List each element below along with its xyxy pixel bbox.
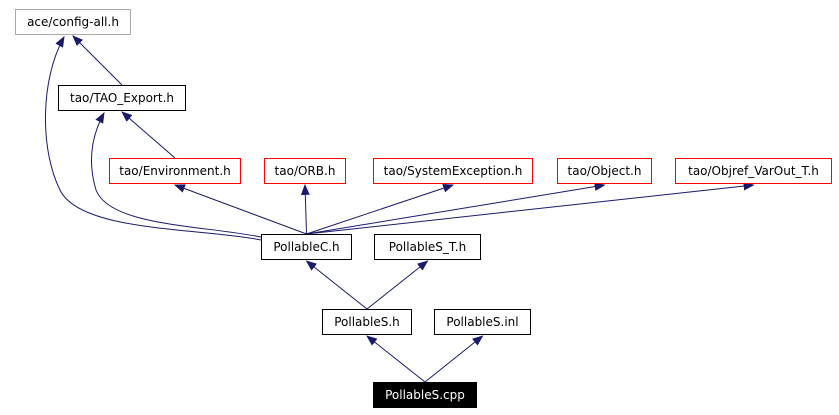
edge-pollablec-to-orb — [300, 183, 310, 235]
edge-pollables-h-to-pollables-t — [366, 260, 429, 310]
node-tao-system-exception-h[interactable]: tao/SystemException.h — [373, 158, 533, 184]
edge-pollablec-to-object — [306, 182, 606, 235]
edges — [44, 35, 755, 383]
node-tao-environment-h[interactable]: tao/Environment.h — [109, 158, 241, 184]
node-tao-orb-h[interactable]: tao/ORB.h — [264, 158, 346, 184]
node-pollablec-h[interactable]: PollableC.h — [261, 234, 352, 260]
edge-tao-export-to-config-all — [72, 35, 123, 86]
node-tao-export-h[interactable]: tao/TAO_Export.h — [58, 85, 186, 111]
node-tao-objref-varout-t-h[interactable]: tao/Objref_VarOut_T.h — [675, 158, 832, 184]
edge-pollables-cpp-to-pollables-h — [366, 335, 426, 383]
node-pollables-h[interactable]: PollableS.h — [322, 309, 412, 335]
node-pollables-cpp: PollableS.cpp — [373, 382, 477, 408]
node-pollables-t-h[interactable]: PollableS_T.h — [374, 234, 481, 260]
edge-pollablec-to-tao-export — [90, 112, 262, 238]
node-config-all-h[interactable]: ace/config-all.h — [15, 9, 131, 35]
edge-environment-to-tao-export — [121, 111, 176, 159]
node-pollables-inl[interactable]: PollableS.inl — [434, 309, 531, 335]
edge-pollablec-to-config-all — [44, 36, 262, 241]
edge-pollablec-to-sysexc — [306, 183, 455, 235]
edge-pollables-cpp-to-pollables-inl — [424, 335, 484, 383]
edge-pollablec-to-environment — [173, 184, 307, 235]
edge-pollables-h-to-pollablec — [305, 260, 368, 310]
edge-pollablec-to-objref — [306, 181, 755, 235]
node-tao-object-h[interactable]: tao/Object.h — [557, 158, 652, 184]
